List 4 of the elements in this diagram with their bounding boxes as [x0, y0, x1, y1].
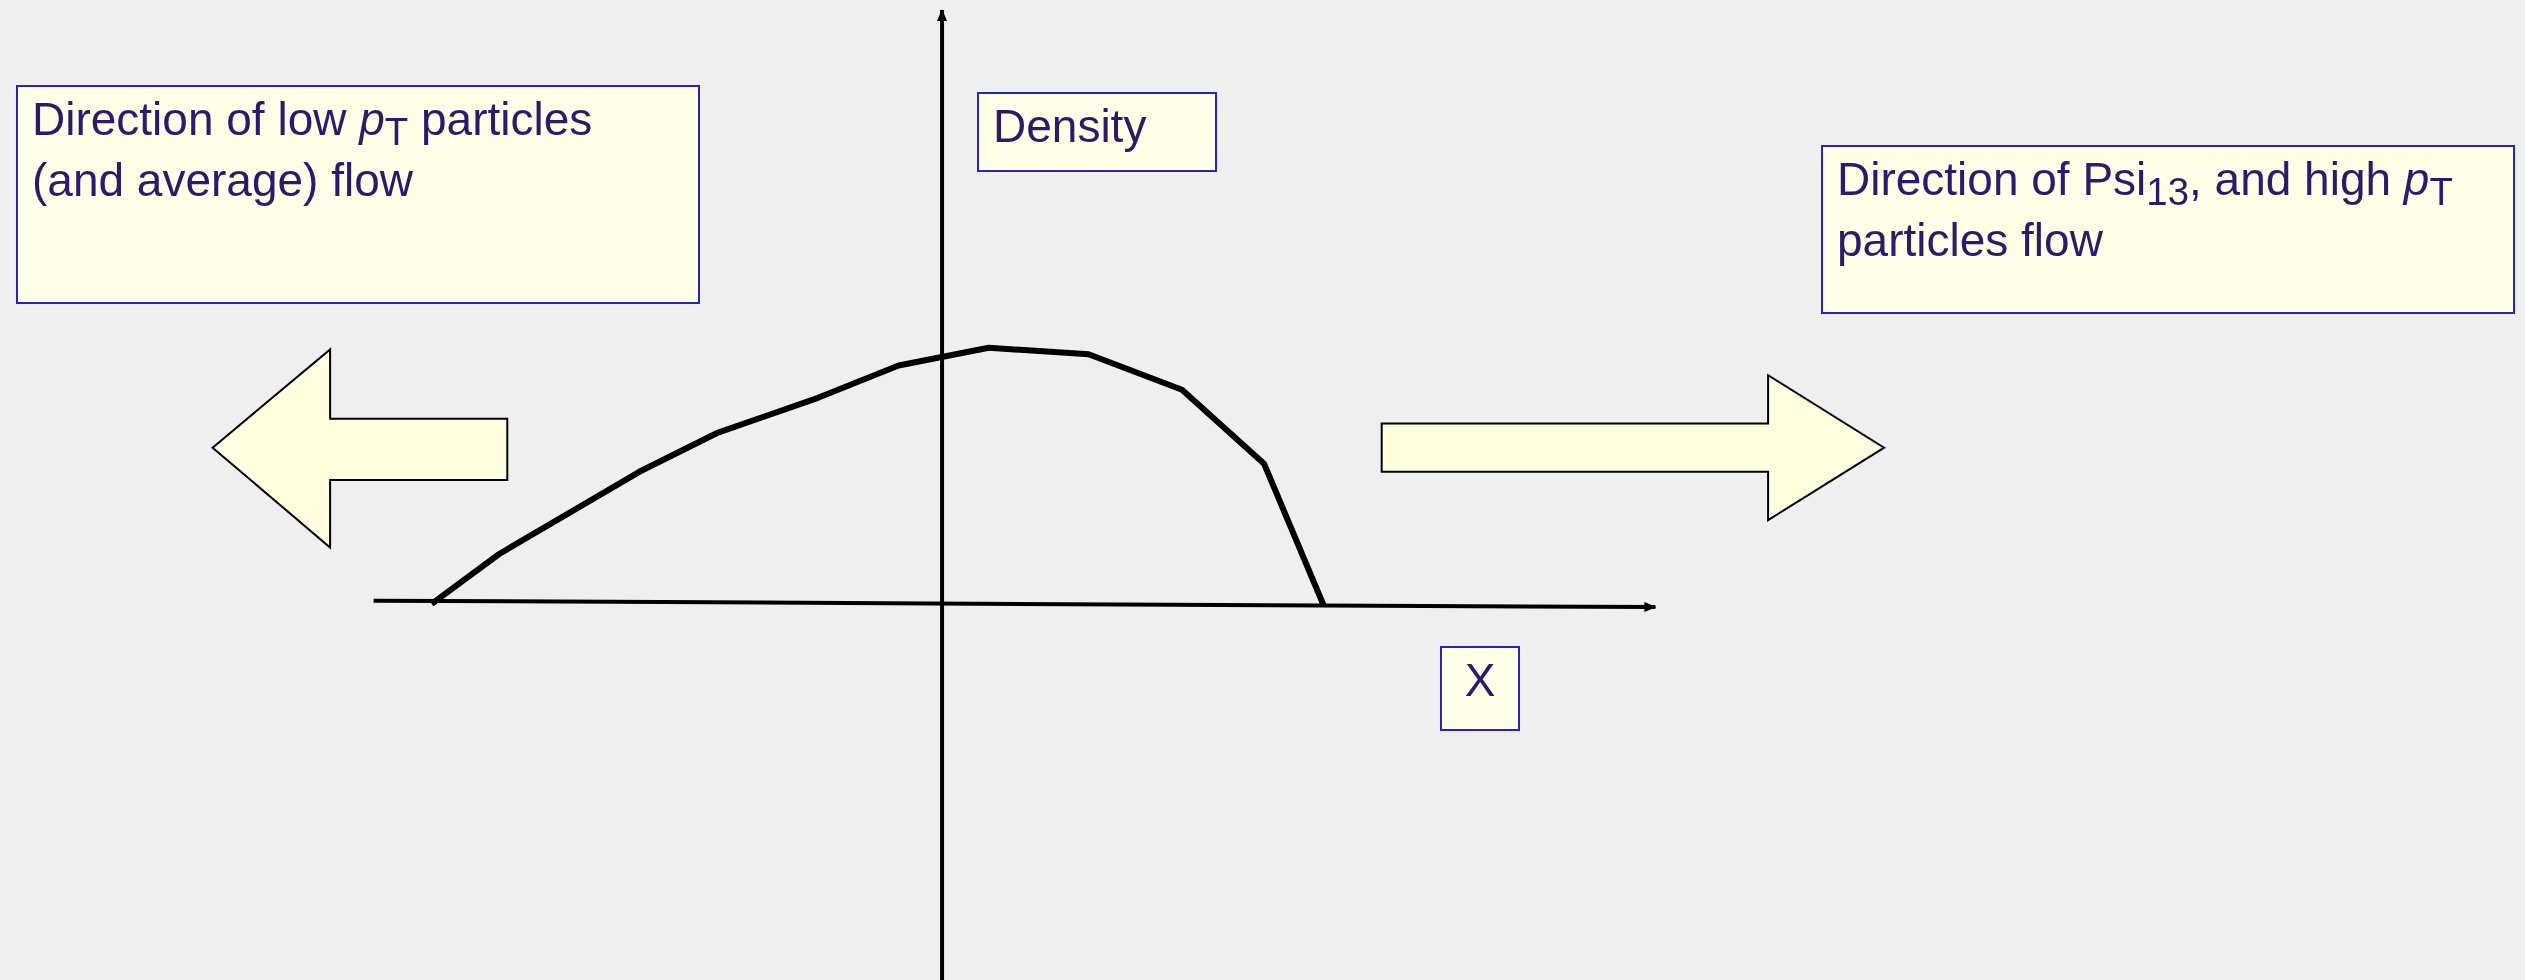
flow-label: Direction of Psi$_{13}$, and high p$_{T}$ particles flow	[1821, 145, 2515, 314]
flow-label: Direction of low p$_{T}$ particles (and average) flow	[16, 85, 700, 304]
axis-label: Density	[977, 92, 1217, 172]
axis-label: X	[1440, 646, 1520, 731]
